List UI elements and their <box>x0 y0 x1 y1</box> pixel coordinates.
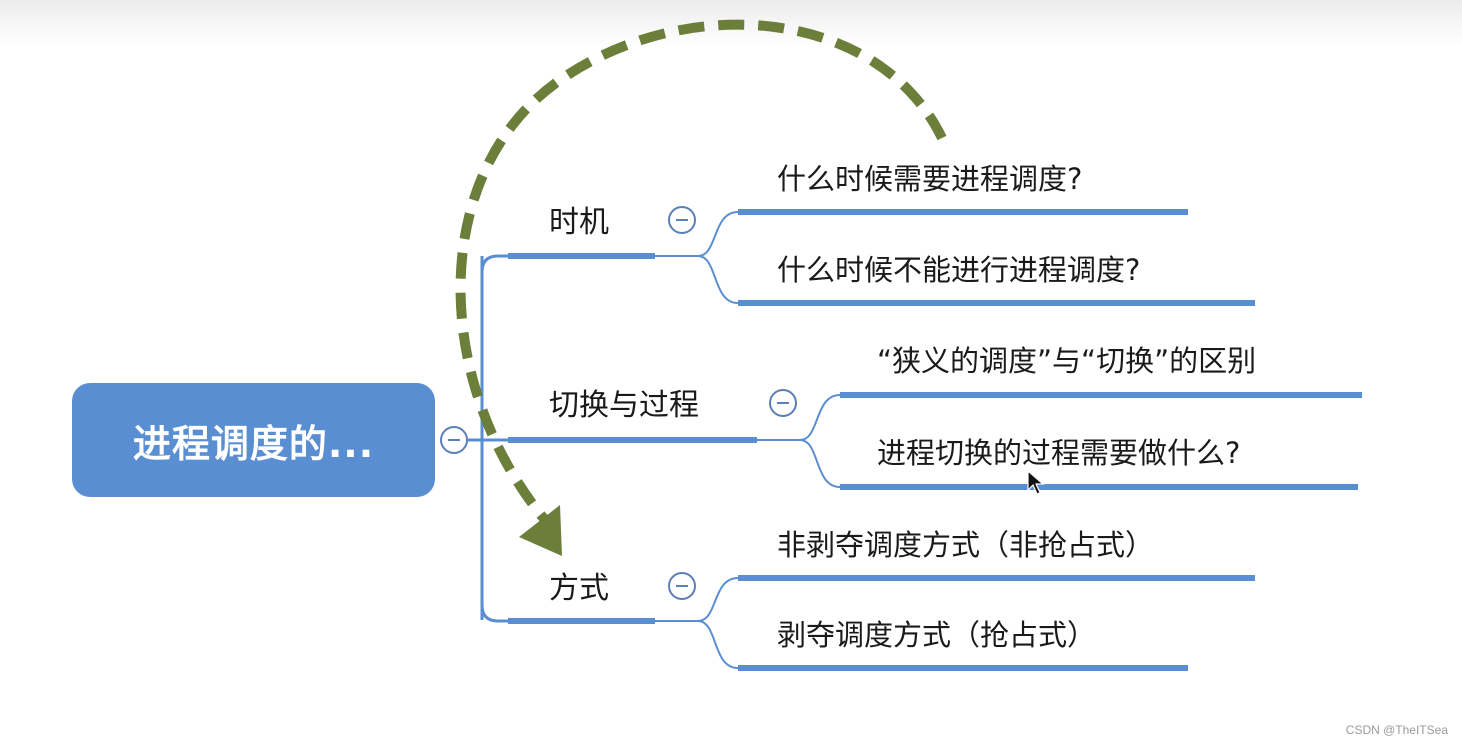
root-node[interactable]: 进程调度的... <box>72 383 435 497</box>
root-collapse-icon[interactable] <box>440 426 468 454</box>
branch-connector-1 <box>480 254 508 273</box>
child-label-1-2[interactable]: 什么时候不能进行进程调度? <box>777 253 1141 287</box>
child-curve-2-2 <box>799 439 841 488</box>
branch-3-collapse-icon[interactable] <box>668 572 696 600</box>
branch-connector-3 <box>480 604 508 623</box>
child-curve-1-2 <box>697 255 739 304</box>
spine-connector <box>468 256 484 620</box>
watermark: CSDN @TheITSea <box>1345 723 1448 737</box>
branch-label-method[interactable]: 方式 <box>549 571 609 606</box>
branch-label-switching[interactable]: 切换与过程 <box>549 388 699 423</box>
mouse-pointer-icon <box>1027 470 1045 495</box>
child-label-2-2[interactable]: 进程切换的过程需要做什么? <box>877 436 1241 470</box>
child-label-3-1[interactable]: 非剥夺调度方式（非抢占式） <box>777 528 1155 562</box>
branch-2-collapse-icon[interactable] <box>769 389 797 417</box>
branch-label-timing[interactable]: 时机 <box>549 205 609 240</box>
arrowhead-icon <box>519 505 562 556</box>
child-curve-3-2 <box>697 620 739 669</box>
branch-1-collapse-icon[interactable] <box>668 206 696 234</box>
dashed-annotation-arrow <box>455 19 947 524</box>
child-curve-3-1 <box>697 577 739 622</box>
child-label-1-1[interactable]: 什么时候需要进程调度? <box>777 162 1083 196</box>
child-curve-2-1 <box>799 394 841 441</box>
root-label: 进程调度的... <box>132 421 375 466</box>
child-label-3-2[interactable]: 剥夺调度方式（抢占式） <box>777 618 1097 652</box>
child-curve-1-1 <box>697 211 739 257</box>
child-label-2-1[interactable]: “狭义的调度”与“切换”的区别 <box>877 344 1257 378</box>
